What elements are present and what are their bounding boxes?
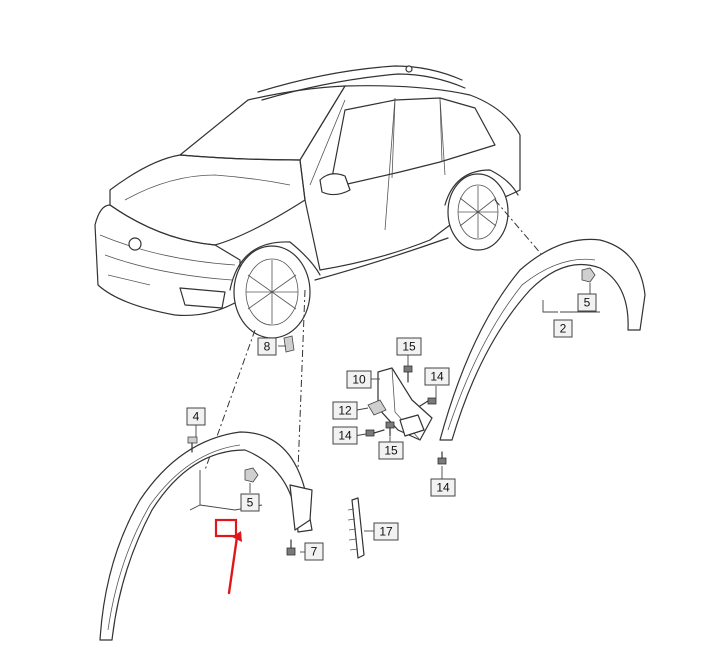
callout-4-label: 4 bbox=[193, 410, 200, 424]
callout-15-bottom: 15 bbox=[378, 441, 404, 460]
highlight-arrow-head bbox=[232, 531, 242, 542]
callout-4: 4 bbox=[186, 407, 206, 426]
callout-7-label: 7 bbox=[311, 545, 318, 559]
callout-14-top-label: 14 bbox=[430, 370, 444, 384]
fasteners bbox=[187, 335, 447, 556]
callout-12: 12 bbox=[332, 401, 358, 420]
callout-15-top-label: 15 bbox=[402, 340, 416, 354]
front-wheel-arch-trim bbox=[99, 431, 313, 641]
callout-2-label: 2 bbox=[560, 322, 567, 336]
highlight-box bbox=[214, 518, 238, 538]
vehicle-illustration bbox=[94, 65, 521, 339]
callout-14-bottom: 14 bbox=[430, 478, 456, 497]
callout-10: 10 bbox=[346, 370, 372, 389]
callout-2: 2 bbox=[553, 319, 573, 338]
callout-8-label: 8 bbox=[264, 340, 271, 354]
callout-5-rear: 5 bbox=[577, 293, 597, 312]
callout-12-label: 12 bbox=[338, 404, 352, 418]
callout-14-bottom-label: 14 bbox=[436, 481, 450, 495]
callout-14-left-label: 14 bbox=[338, 429, 352, 443]
callout-15-bottom-label: 15 bbox=[384, 444, 398, 458]
callout-8: 8 bbox=[257, 337, 277, 356]
leader-lines bbox=[189, 283, 600, 553]
callout-14-left: 14 bbox=[332, 426, 358, 445]
callout-14-top: 14 bbox=[424, 367, 450, 386]
callout-10-label: 10 bbox=[352, 373, 366, 387]
callout-5-front: 5 bbox=[240, 493, 260, 512]
callout-7: 7 bbox=[304, 542, 324, 561]
rear-wheel-arch-trim bbox=[439, 238, 646, 441]
seal-strip bbox=[347, 497, 365, 559]
highlight-arrow bbox=[227, 535, 239, 595]
callout-5-rear-label: 5 bbox=[584, 296, 591, 310]
callout-17-label: 17 bbox=[379, 525, 393, 539]
highlight-marker bbox=[214, 518, 242, 595]
callout-17: 17 bbox=[373, 522, 399, 541]
callout-15-top: 15 bbox=[396, 337, 422, 356]
callout-5-front-label: 5 bbox=[247, 496, 254, 510]
